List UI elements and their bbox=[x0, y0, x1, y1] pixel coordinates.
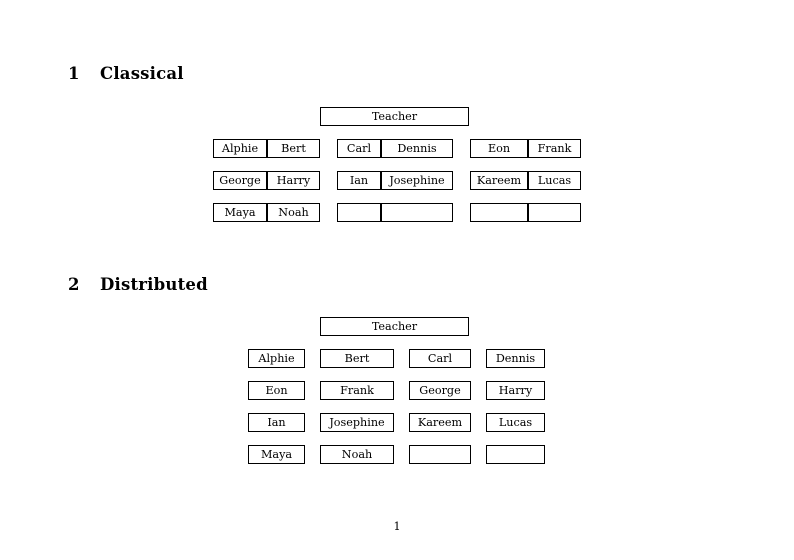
student-box: Maya bbox=[248, 445, 305, 464]
student-box: Noah bbox=[320, 445, 394, 464]
section-heading-classical: 1 Classical bbox=[68, 64, 184, 83]
student-cell: Alphie bbox=[213, 139, 267, 158]
classical-cluster-3-row-2: Kareem Lucas bbox=[470, 171, 581, 190]
section-number-2: 2 bbox=[68, 275, 80, 294]
page-number: 1 bbox=[393, 520, 401, 533]
student-cell: Maya bbox=[213, 203, 267, 222]
classical-cluster-2-row-1: Carl Dennis bbox=[337, 139, 453, 158]
section-heading-distributed: 2 Distributed bbox=[68, 275, 208, 294]
student-box: Frank bbox=[320, 381, 394, 400]
student-box: Kareem bbox=[409, 413, 471, 432]
classical-cluster-1-row-1: Alphie Bert bbox=[213, 139, 320, 158]
student-box: Bert bbox=[320, 349, 394, 368]
section-title-2: Distributed bbox=[100, 275, 208, 294]
student-cell: Bert bbox=[267, 139, 320, 158]
student-cell: Dennis bbox=[381, 139, 453, 158]
student-cell: Carl bbox=[337, 139, 381, 158]
classical-cluster-3-row-1: Eon Frank bbox=[470, 139, 581, 158]
classical-cluster-2-row-2: Ian Josephine bbox=[337, 171, 453, 190]
section-title-1: Classical bbox=[100, 64, 184, 83]
classical-cluster-1-row-2: George Harry bbox=[213, 171, 320, 190]
student-cell: Lucas bbox=[528, 171, 581, 190]
student-box: George bbox=[409, 381, 471, 400]
student-box: Alphie bbox=[248, 349, 305, 368]
student-box-empty bbox=[486, 445, 545, 464]
student-cell: George bbox=[213, 171, 267, 190]
student-box: Harry bbox=[486, 381, 545, 400]
classical-cluster-1-row-3: Maya Noah bbox=[213, 203, 320, 222]
student-box: Lucas bbox=[486, 413, 545, 432]
student-box: Ian bbox=[248, 413, 305, 432]
classical-cluster-3-row-3 bbox=[470, 203, 581, 222]
student-cell-empty bbox=[337, 203, 381, 222]
classical-cluster-2-row-3 bbox=[337, 203, 453, 222]
distributed-teacher-box: Teacher bbox=[320, 317, 469, 336]
student-cell-empty bbox=[470, 203, 528, 222]
student-box: Eon bbox=[248, 381, 305, 400]
student-box-empty bbox=[409, 445, 471, 464]
student-cell: Kareem bbox=[470, 171, 528, 190]
student-cell: Harry bbox=[267, 171, 320, 190]
student-cell: Eon bbox=[470, 139, 528, 158]
section-number-1: 1 bbox=[68, 64, 80, 83]
student-cell: Ian bbox=[337, 171, 381, 190]
classical-teacher-box: Teacher bbox=[320, 107, 469, 126]
student-cell: Frank bbox=[528, 139, 581, 158]
student-cell-empty bbox=[528, 203, 581, 222]
student-cell: Noah bbox=[267, 203, 320, 222]
student-box: Carl bbox=[409, 349, 471, 368]
student-cell-empty bbox=[381, 203, 453, 222]
student-box: Dennis bbox=[486, 349, 545, 368]
student-cell: Josephine bbox=[381, 171, 453, 190]
student-box: Josephine bbox=[320, 413, 394, 432]
